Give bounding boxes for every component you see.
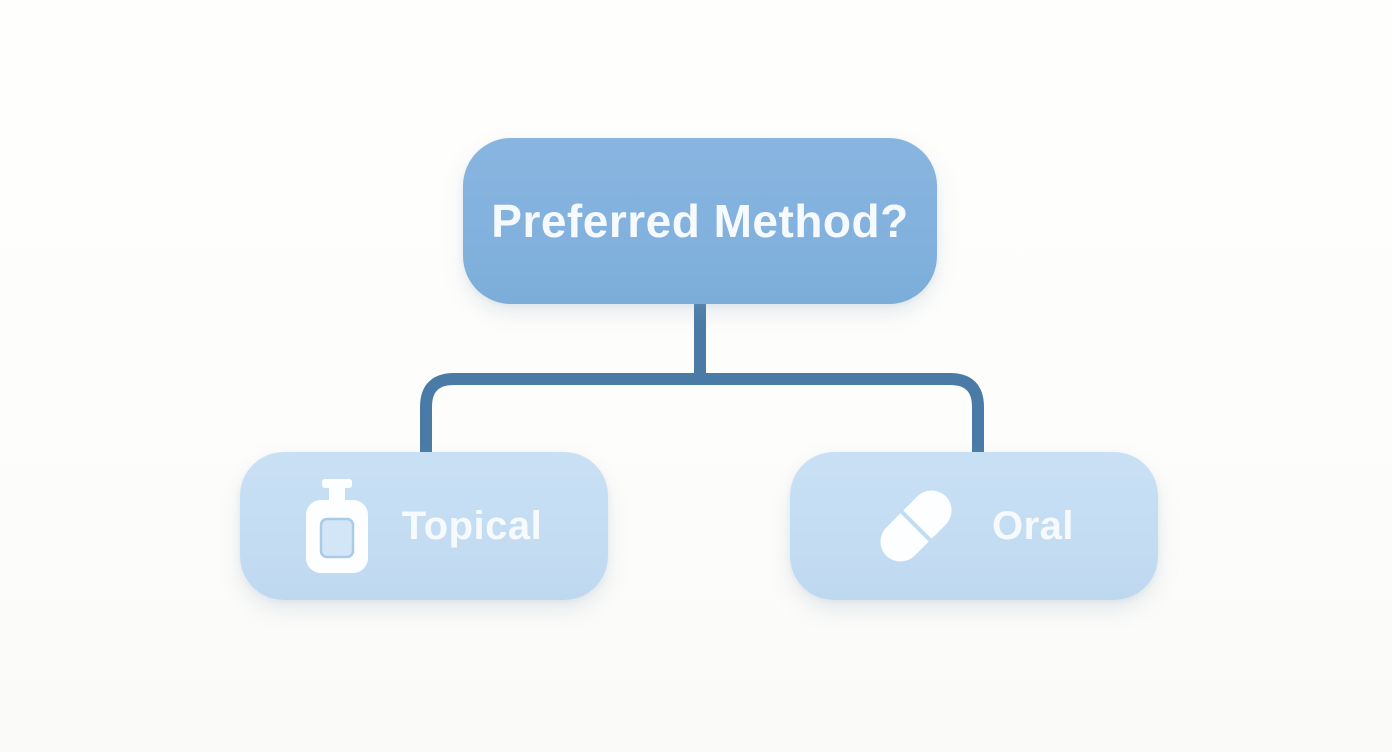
root-node-label: Preferred Method? [491,195,909,247]
connector-branch [420,373,984,456]
oral-node-label: Oral [991,504,1075,548]
pill-icon [874,484,958,568]
lotion-bottle-icon [305,479,368,573]
node-oral[interactable]: Oral [790,452,1158,600]
node-preferred-method: Preferred Method? [463,138,937,304]
node-topical[interactable]: Topical [240,452,608,600]
topical-node-label: Topical [401,504,543,548]
